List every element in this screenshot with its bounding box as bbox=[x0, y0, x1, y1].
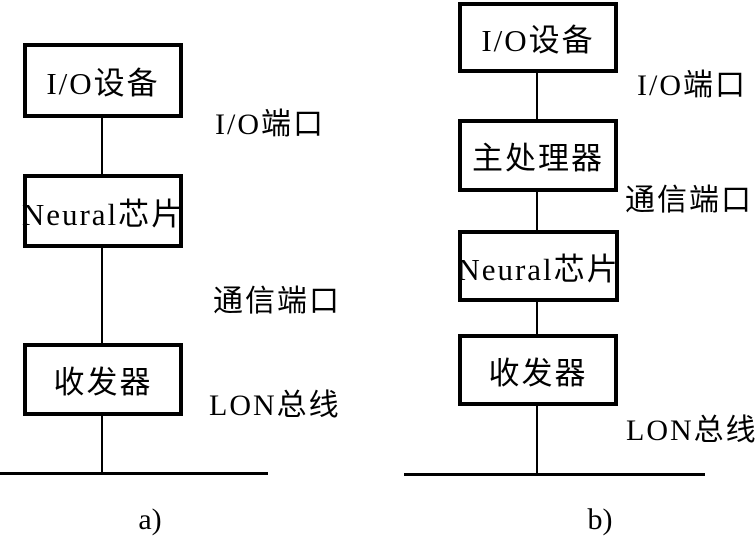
label-lon-bus-b: LON总线 bbox=[626, 414, 755, 447]
box-main-processor-b: 主处理器 bbox=[458, 119, 618, 192]
caption-a: a) bbox=[138, 503, 162, 536]
connector-transceiver-to-bus-b bbox=[536, 406, 538, 473]
caption-b: b) bbox=[587, 503, 613, 536]
connector-neural-to-transceiver-a bbox=[101, 248, 103, 343]
connector-neural-to-transceiver-b bbox=[536, 302, 538, 334]
connector-io-to-neural-a bbox=[101, 118, 103, 174]
label-comm-port-a: 通信端口 bbox=[213, 285, 341, 318]
box-transceiver-a: 收发器 bbox=[23, 343, 183, 416]
box-neural-chip-b: Neural芯片 bbox=[457, 230, 619, 302]
connector-transceiver-to-bus-a bbox=[101, 416, 103, 473]
label-io-port-b: I/O端口 bbox=[637, 69, 747, 102]
connector-io-to-processor-b bbox=[536, 73, 538, 119]
lon-bus-line-b bbox=[404, 473, 705, 476]
lon-bus-line-a bbox=[0, 472, 268, 475]
box-io-device-b: I/O设备 bbox=[458, 2, 618, 73]
label-io-port-a: I/O端口 bbox=[215, 108, 325, 141]
box-neural-chip-a: Neural芯片 bbox=[22, 174, 183, 248]
box-transceiver-b: 收发器 bbox=[458, 334, 618, 406]
connector-processor-to-neural-b bbox=[536, 192, 538, 230]
box-io-device-a: I/O设备 bbox=[23, 43, 183, 118]
label-comm-port-b: 通信端口 bbox=[625, 184, 753, 217]
label-lon-bus-a: LON总线 bbox=[209, 389, 341, 422]
